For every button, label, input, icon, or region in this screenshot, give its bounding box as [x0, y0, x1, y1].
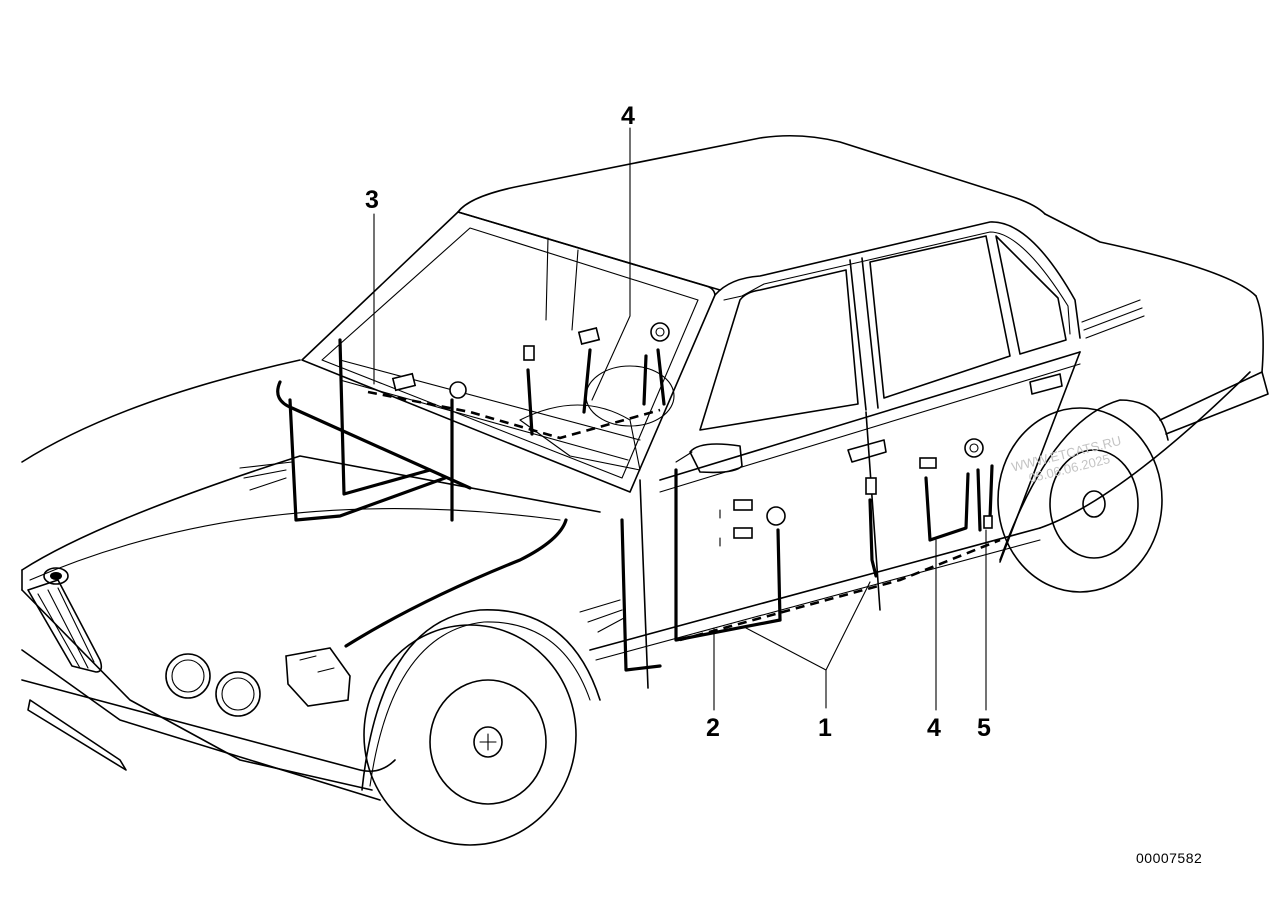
- wiring-harness: [239, 338, 1001, 672]
- interior: [339, 237, 675, 471]
- rear-wheel: [997, 407, 1163, 593]
- callout-1: 1: [818, 714, 832, 742]
- front-wheel: [363, 624, 577, 846]
- part-number: 00007582: [1136, 850, 1203, 866]
- car-body: [21, 134, 1269, 801]
- callout-3: 3: [365, 186, 379, 214]
- callout-4-bottom: 4: [927, 714, 941, 742]
- callout-5: 5: [977, 714, 991, 742]
- callout-4-top: 4: [621, 102, 635, 130]
- leader-lines: [373, 127, 987, 711]
- callout-2: 2: [706, 714, 720, 742]
- components: [285, 322, 993, 707]
